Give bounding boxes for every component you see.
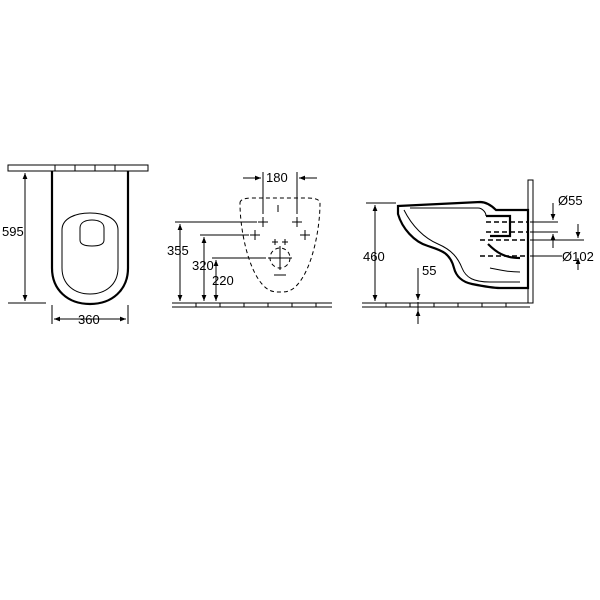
front-view-height-upper-label: 355 bbox=[167, 243, 189, 258]
front-view-bowl-outline bbox=[239, 197, 321, 293]
top-view-bowl-inner bbox=[61, 212, 119, 295]
front-view: 180 355 320 220 bbox=[167, 170, 332, 308]
front-view-height-mid-label: 320 bbox=[192, 258, 214, 273]
top-view-width-label: 360 bbox=[78, 312, 100, 327]
side-view: 460 55 Ø55 Ø102 bbox=[362, 179, 594, 324]
side-view-rim-inner bbox=[403, 209, 520, 283]
top-view-wall bbox=[7, 164, 149, 172]
side-view-bowl-profile bbox=[396, 200, 530, 290]
front-view-height-lower-label: 220 bbox=[212, 273, 234, 288]
top-view-bowl-outline bbox=[50, 171, 130, 306]
side-view-rim-height-label: 460 bbox=[363, 249, 385, 264]
side-view-outlet-diameter-label: Ø102 bbox=[562, 249, 594, 264]
side-view-inlet-diameter-label: Ø55 bbox=[558, 193, 583, 208]
front-view-bolt-marks bbox=[250, 205, 310, 276]
front-view-bolt-spacing-label: 180 bbox=[266, 170, 288, 185]
top-view: 595 360 bbox=[2, 164, 149, 327]
top-view-depth-label: 595 bbox=[2, 224, 24, 239]
top-view-water bbox=[79, 219, 105, 247]
side-view-outlet-offset-label: 55 bbox=[422, 263, 436, 278]
